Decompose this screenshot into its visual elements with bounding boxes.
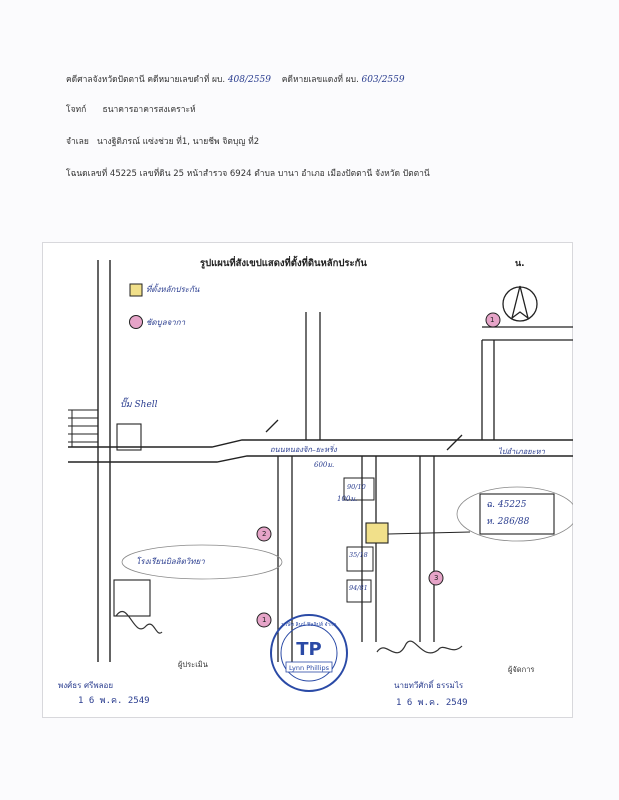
manager-role: ผู้จัดการ — [508, 665, 535, 674]
case-line: คดีศาลจังหวัดปัตตานี คดีหมายเลขดำที่ ผบ.… — [66, 72, 405, 86]
company-stamp: TP Lynn Phillips บริษัท ลินน์ ฟิลลิปส์ จ… — [270, 614, 348, 692]
location-map — [42, 242, 573, 718]
right-road-label: ไปอำเภอยะหา — [498, 447, 545, 456]
marker-1-top: 1 — [490, 316, 495, 324]
lot-b: 35/18 — [349, 551, 368, 559]
defendant-label: จำเลย — [66, 137, 89, 147]
legend-label-marker: ชัดบูลจากา — [146, 318, 186, 327]
lot-c: 94/81 — [349, 584, 368, 592]
stamp-center-text: TP — [296, 639, 321, 660]
appraiser-role: ผู้ประเมิน — [178, 660, 208, 669]
legend-swatch-marker — [129, 315, 143, 329]
marker-1-bottom: 1 — [262, 616, 267, 624]
map-title: รูปแผนที่สังเขปแสดงที่ตั้งที่ดินหลักประก… — [200, 258, 367, 269]
north-label: น. — [515, 259, 525, 269]
stamp-brand: Lynn Phillips — [289, 664, 330, 672]
manager-date: 1 6 พ.ค. 2549 — [396, 698, 468, 708]
plaintiff-label: โจทก์ — [66, 105, 87, 115]
deed-number: ฉ. 45225 — [486, 500, 527, 510]
shell-label: ปั๊ม Shell — [120, 400, 158, 410]
defendant-line: จำเลย นางฐิติภรณ์ แซ่งช่วย ที่1, นายชีพ … — [66, 134, 259, 148]
appraiser-name: พงศ์ธร ศรีพลอย — [58, 681, 114, 690]
defendant-name: นางฐิติภรณ์ แซ่งช่วย ที่1, นายชีพ จิตบุญ… — [96, 137, 260, 147]
collateral-plot — [365, 522, 389, 544]
road-label: ถนนหนองจิก–ยะหริ่ง — [270, 445, 337, 454]
legend-label-collateral: ที่ตั้งหลักประกัน — [146, 285, 200, 294]
black-case-number: 408/2559 — [227, 75, 271, 85]
marker-3: 3 — [434, 574, 439, 582]
lot-a: 90/10 — [347, 483, 366, 491]
distance-label: 100ม. — [337, 495, 358, 503]
stamp-ring-text: บริษัท ลินน์ ฟิลลิปส์ จำกัด — [281, 621, 336, 628]
red-case-number: 603/2559 — [361, 75, 405, 85]
deed-line: โฉนดเลขที่ 45225 เลขที่ดิน 25 หน้าสำรวจ … — [66, 169, 430, 179]
school-label: โรงเรียนบิลลิตวิทยา — [136, 557, 205, 566]
plaintiff-name: ธนาคารอาคารสงเคราะห์ — [102, 105, 196, 115]
red-case-label: คดีหายเลขแดงที่ ผบ. — [281, 75, 359, 85]
deed-ref: ห. 286/88 — [486, 517, 530, 527]
court-label: คดีศาลจังหวัดปัตตานี คดีหมายเลขดำที่ ผบ. — [66, 75, 226, 85]
road-length: 600ม. — [314, 461, 335, 469]
marker-2: 2 — [262, 530, 267, 538]
plaintiff-line: โจทก์ ธนาคารอาคารสงเคราะห์ — [66, 102, 196, 116]
legend-swatch-collateral — [129, 283, 143, 297]
manager-name: นายทวีศักดิ์ ธรรมไร — [394, 681, 464, 690]
appraiser-date: 1 6 พ.ค. 2549 — [78, 696, 150, 706]
